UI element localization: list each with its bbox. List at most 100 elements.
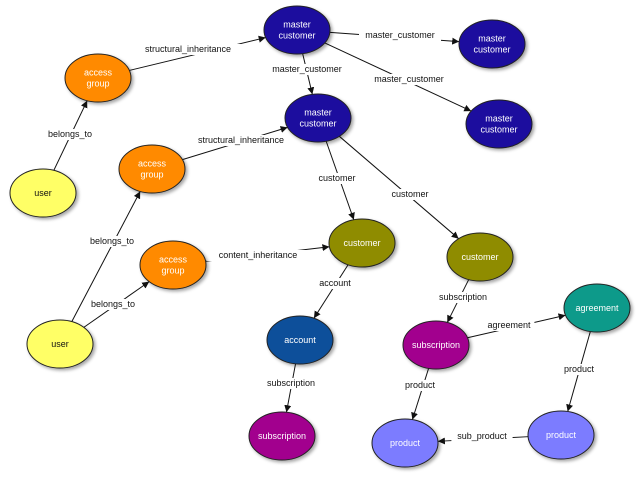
edge-mc1-to-mc2: master_customer	[266, 53, 348, 95]
edge-u2-to-ag3: belongs_to	[83, 281, 150, 328]
node-label: customer	[299, 119, 336, 129]
edge-label: customer	[391, 189, 428, 199]
edge-mc2-to-c2: customer	[339, 135, 459, 240]
edge-label-background	[314, 278, 356, 289]
node-subscription[interactable]: subscription	[248, 411, 316, 461]
node-label: agreement	[575, 303, 619, 313]
edge-label: structural_inheritance	[198, 135, 284, 145]
node-ellipse	[465, 99, 533, 149]
node-ellipse	[458, 19, 526, 69]
edge-label-background	[85, 299, 141, 310]
node-subscription[interactable]: subscription	[402, 320, 470, 370]
edge-label: customer	[318, 173, 355, 183]
edge-label-background	[429, 292, 497, 303]
edge-label-background	[368, 74, 450, 85]
edge-line	[71, 191, 141, 322]
node-label: master	[485, 114, 513, 124]
node-label: master	[304, 108, 332, 118]
edge-label-background	[399, 380, 441, 391]
edge-label: structural_inheritance	[145, 44, 231, 54]
edge-mc1-to-mc4: master_customer	[324, 42, 472, 112]
edge-label-background	[451, 431, 513, 442]
node-ellipse	[139, 240, 207, 290]
node-label: group	[86, 79, 109, 89]
node-label: access	[159, 255, 188, 265]
edge-label: belongs_to	[90, 236, 134, 246]
edge-label: subscription	[439, 292, 487, 302]
edges-layer: belongs_to structural_inheritance master_c…	[42, 30, 600, 445]
node-user[interactable]: user	[26, 319, 94, 369]
edge-mc1-to-mc3: master_customer	[329, 30, 460, 45]
edge-ag2-to-mc2: structural_inheritance	[181, 126, 301, 161]
node-label: product	[546, 430, 577, 440]
node-label: user	[51, 339, 69, 349]
node-ellipse	[328, 218, 396, 268]
edge-label-background	[206, 250, 310, 261]
node-agreement[interactable]: agreement	[563, 283, 631, 333]
edge-line	[411, 368, 430, 420]
edge-label-background	[483, 320, 535, 331]
node-label: customer	[473, 45, 510, 55]
node-ellipse	[446, 232, 514, 282]
edge-label: master_customer	[272, 64, 342, 74]
node-ellipse	[26, 319, 94, 369]
node-label: group	[140, 170, 163, 180]
node-account[interactable]: account	[266, 315, 334, 365]
node-ellipse	[118, 144, 186, 194]
edge-s2-to-agr: agreement	[467, 313, 566, 339]
node-label: customer	[480, 125, 517, 135]
node-label: subscription	[258, 431, 306, 441]
node-ellipse	[284, 93, 352, 143]
node-ellipse	[371, 418, 439, 468]
node-label: user	[34, 188, 52, 198]
node-label: access	[84, 68, 113, 78]
node-product[interactable]: product	[371, 418, 439, 468]
node-label: customer	[461, 252, 498, 262]
edge-agr-to-p2: product	[558, 331, 600, 412]
edge-line	[313, 264, 349, 319]
edge-label: master_customer	[365, 30, 435, 40]
node-ellipse	[263, 5, 331, 55]
edge-label-background	[314, 173, 360, 184]
edge-label-background	[266, 64, 348, 75]
node-ellipse	[248, 411, 316, 461]
node-product[interactable]: product	[527, 410, 595, 460]
edge-ag1-to-mc1: structural_inheritance	[128, 35, 266, 71]
edge-label-background	[387, 189, 433, 200]
edge-c2-to-s2: subscription	[429, 279, 497, 323]
edge-p2-to-p1: sub_product	[437, 431, 529, 445]
node-ellipse	[527, 410, 595, 460]
edge-label: master_customer	[374, 74, 444, 84]
edge-label-background	[558, 364, 600, 375]
node-user[interactable]: user	[9, 168, 77, 218]
node-customer[interactable]: customer	[328, 218, 396, 268]
edge-u1-to-ag1: belongs_to	[42, 100, 98, 171]
node-label: subscription	[412, 340, 460, 350]
edge-acc-to-s1: subscription	[257, 363, 325, 413]
node-label: master	[283, 20, 311, 30]
edge-label: account	[319, 278, 351, 288]
edge-s2-to-p1: product	[399, 368, 441, 420]
node-label: product	[390, 438, 421, 448]
node-label: access	[138, 159, 167, 169]
edge-label: agreement	[487, 320, 531, 330]
node-ellipse	[64, 53, 132, 103]
edge-label: subscription	[267, 378, 315, 388]
node-label: group	[161, 266, 184, 276]
edge-label: product	[564, 364, 595, 374]
edge-label: sub_product	[457, 431, 507, 441]
edge-label-background	[84, 236, 140, 247]
edge-label-background	[42, 129, 98, 140]
node-customer[interactable]: customer	[446, 232, 514, 282]
edge-label-background	[128, 44, 248, 55]
node-ellipse	[9, 168, 77, 218]
node-label: customer	[278, 31, 315, 41]
